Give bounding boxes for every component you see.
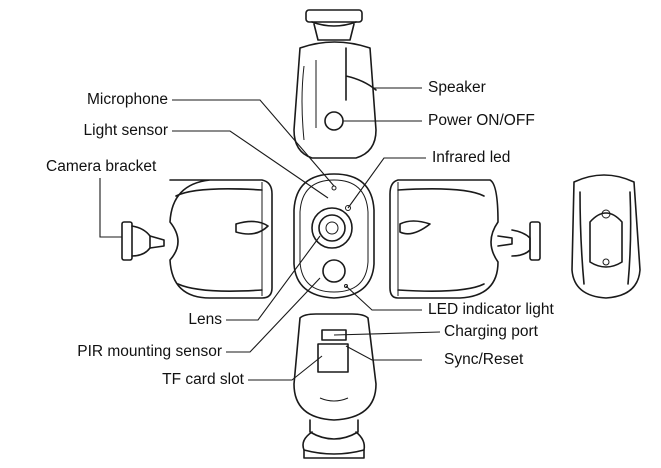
leader-infrared [347, 157, 426, 209]
leader-tf [248, 355, 323, 381]
label-sync-reset: Sync/Reset [444, 351, 524, 368]
right-side-camera [389, 179, 541, 299]
leader-lens [226, 235, 321, 321]
label-tf-card-slot: TF card slot [162, 371, 244, 388]
front-camera [293, 173, 375, 299]
leader-sync [345, 345, 422, 361]
leader-microphone [172, 99, 335, 187]
leader-light-sensor [172, 130, 329, 199]
label-pir-mounting-sensor: PIR mounting sensor [77, 343, 222, 360]
label-speaker: Speaker [428, 79, 486, 96]
left-side-camera [121, 179, 273, 299]
label-light-sensor: Light sensor [83, 122, 168, 139]
leader-bracket [99, 178, 122, 238]
leader-lines [99, 87, 441, 381]
leader-charging [333, 331, 441, 336]
bottom-view-camera [293, 313, 377, 459]
label-lens: Lens [188, 311, 222, 328]
rear-camera [571, 174, 641, 299]
top-view-camera [293, 9, 377, 159]
label-power: Power ON/OFF [428, 112, 535, 129]
label-microphone: Microphone [87, 91, 168, 108]
label-led-indicator: LED indicator light [428, 301, 554, 318]
leader-led [345, 285, 422, 311]
label-camera-bracket: Camera bracket [46, 158, 157, 175]
leader-pir [226, 277, 321, 353]
label-infrared-led: Infrared led [432, 149, 511, 166]
label-charging-port: Charging port [444, 323, 538, 340]
